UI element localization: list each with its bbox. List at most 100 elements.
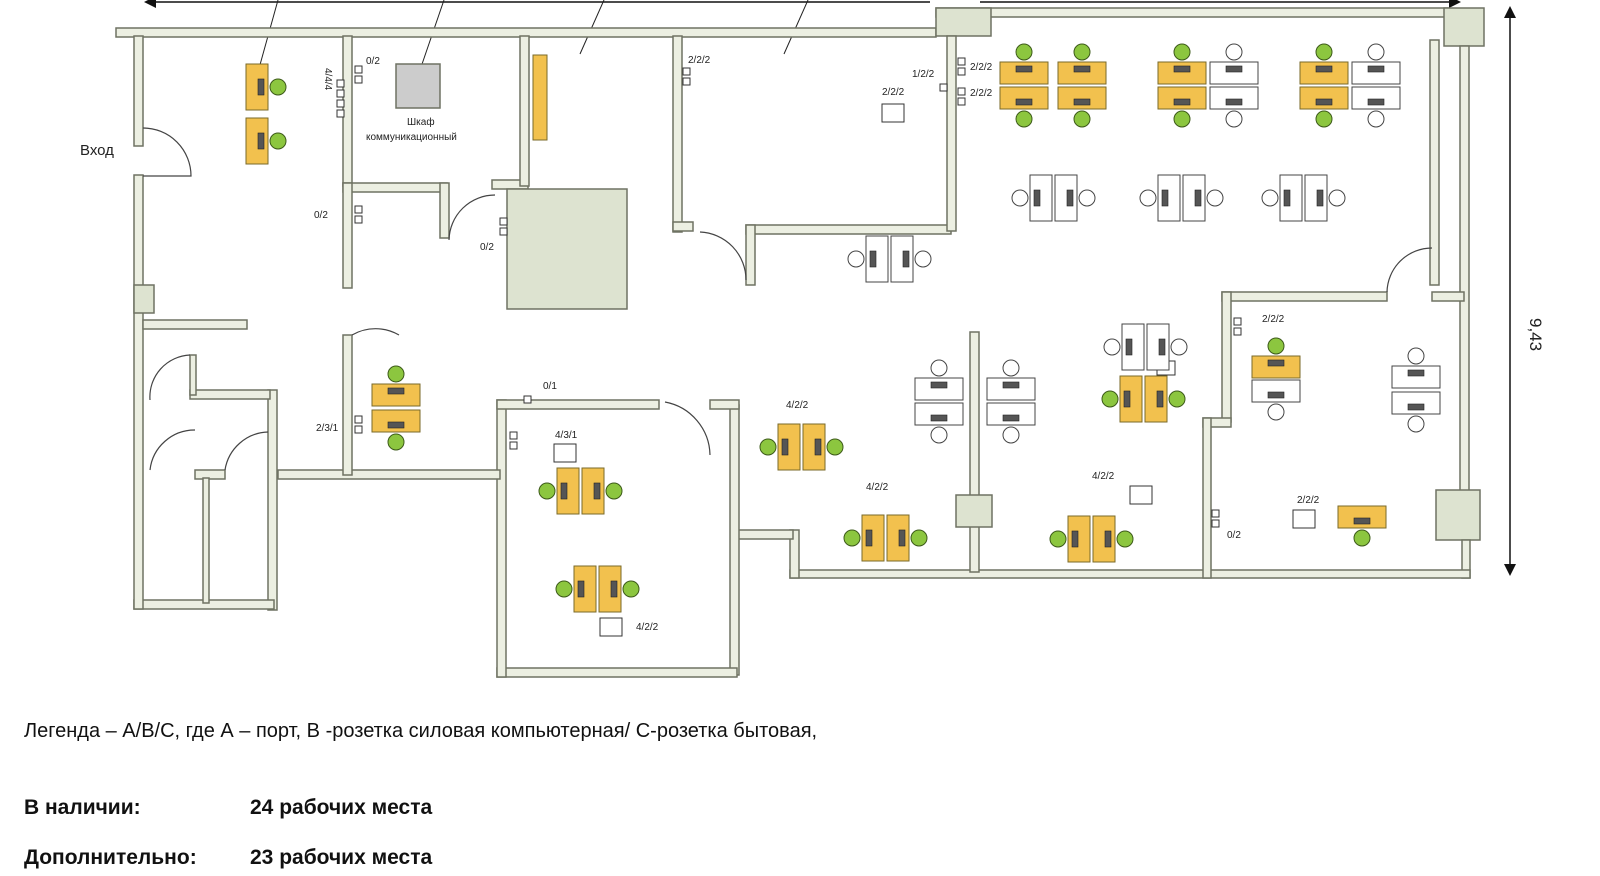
- workstation: [555, 565, 597, 613]
- workstation: [1261, 174, 1303, 222]
- additional-label: Дополнительно:: [24, 846, 197, 869]
- socket-label: 2/2/2: [970, 62, 993, 73]
- chair: [269, 132, 287, 150]
- workstation: [802, 423, 844, 471]
- chair: [1015, 43, 1033, 61]
- socket-label: 2/2/2: [970, 88, 993, 99]
- chair: [759, 438, 777, 456]
- chair: [847, 250, 865, 268]
- chair: [1168, 390, 1186, 408]
- doors: [142, 127, 1433, 471]
- chair: [1103, 338, 1121, 356]
- walls: [115, 7, 1485, 678]
- socket-label: 4/4/4: [322, 68, 333, 91]
- workstation: [1157, 43, 1207, 85]
- available-row: В наличии: 24 рабочих места: [24, 796, 432, 820]
- workstation: [1182, 174, 1224, 222]
- chair: [1139, 189, 1157, 207]
- workstation: [986, 359, 1036, 401]
- workstation: [1251, 337, 1301, 379]
- additional-value: 23 рабочих места: [250, 846, 433, 869]
- workstation: [1351, 86, 1401, 128]
- available-value: 24 рабочих места: [250, 796, 433, 819]
- socket-label: 2/3/1: [316, 423, 339, 434]
- sockets: [336, 57, 1316, 637]
- chair: [1353, 529, 1371, 547]
- chair: [1206, 189, 1224, 207]
- chair: [1225, 110, 1243, 128]
- socket-label: 0/2: [1227, 530, 1241, 541]
- chair: [1328, 189, 1346, 207]
- socket-label: 4/2/2: [1092, 471, 1115, 482]
- chair: [1173, 43, 1191, 61]
- chair: [1073, 110, 1091, 128]
- workstation: [245, 117, 287, 165]
- leader-lines: [144, 0, 1461, 73]
- workstation: [914, 359, 964, 401]
- chair: [1315, 43, 1333, 61]
- chair: [1315, 110, 1333, 128]
- cabinet-label: Шкаф: [407, 116, 435, 128]
- cabinet-label-2: коммуникационный: [366, 132, 457, 143]
- workstation: [759, 423, 801, 471]
- chair: [930, 359, 948, 377]
- workstation: [886, 514, 928, 562]
- workstations: [245, 43, 1441, 613]
- chair: [930, 426, 948, 444]
- chair: [843, 529, 861, 547]
- workstation: [1146, 323, 1188, 371]
- chair: [555, 580, 573, 598]
- socket-label: 4/2/2: [636, 622, 659, 633]
- chair: [605, 482, 623, 500]
- chair: [1267, 337, 1285, 355]
- chair: [269, 78, 287, 96]
- socket-label: 4/2/2: [786, 400, 809, 411]
- socket-label: 4/3/1: [555, 430, 578, 441]
- workstation: [1209, 43, 1259, 85]
- chair: [1015, 110, 1033, 128]
- chair: [1261, 189, 1279, 207]
- workstation: [999, 43, 1049, 85]
- chair: [1407, 415, 1425, 433]
- workstation: [1299, 43, 1349, 85]
- legend-text: Легенда – А/В/С, где А – порт, В -розетк…: [24, 720, 818, 742]
- workstation: [1299, 86, 1349, 128]
- workstation: [1337, 505, 1387, 547]
- dimension-label: 9,43: [1526, 318, 1545, 351]
- chair: [1367, 43, 1385, 61]
- chair: [910, 529, 928, 547]
- chair: [1002, 426, 1020, 444]
- workstation: [1391, 347, 1441, 389]
- chair: [826, 438, 844, 456]
- socket-label: 0/2: [314, 210, 328, 221]
- workstation: [1049, 515, 1091, 563]
- workstation: [1101, 375, 1143, 423]
- chair: [1002, 359, 1020, 377]
- workstation: [1209, 86, 1259, 128]
- workstation: [1057, 86, 1107, 128]
- chair: [387, 433, 405, 451]
- socket-label: 0/2: [480, 242, 494, 253]
- chair: [1049, 530, 1067, 548]
- chair: [387, 365, 405, 383]
- socket-label: 2/2/2: [1262, 314, 1285, 325]
- workstation: [1057, 43, 1107, 85]
- additional-row: Дополнительно: 23 рабочих места: [24, 846, 432, 870]
- chair: [1267, 403, 1285, 421]
- workstation: [1391, 391, 1441, 433]
- workstation: [847, 235, 889, 283]
- chair: [538, 482, 556, 500]
- chair: [1170, 338, 1188, 356]
- workstation: [538, 467, 580, 515]
- socket-label: 0/1: [543, 381, 557, 392]
- chair: [1011, 189, 1029, 207]
- workstation: [1054, 174, 1096, 222]
- floor-plan: 9,43: [80, 0, 1545, 678]
- chair: [1073, 43, 1091, 61]
- workstation: [1351, 43, 1401, 85]
- socket-labels: 4/4/4 0/2 0/2 0/2 2/2/2 2/2/2 1/2/2 2/2/…: [314, 55, 1320, 633]
- workstation: [371, 365, 421, 407]
- available-label: В наличии:: [24, 796, 141, 819]
- workstation: [914, 402, 964, 444]
- chair: [1407, 347, 1425, 365]
